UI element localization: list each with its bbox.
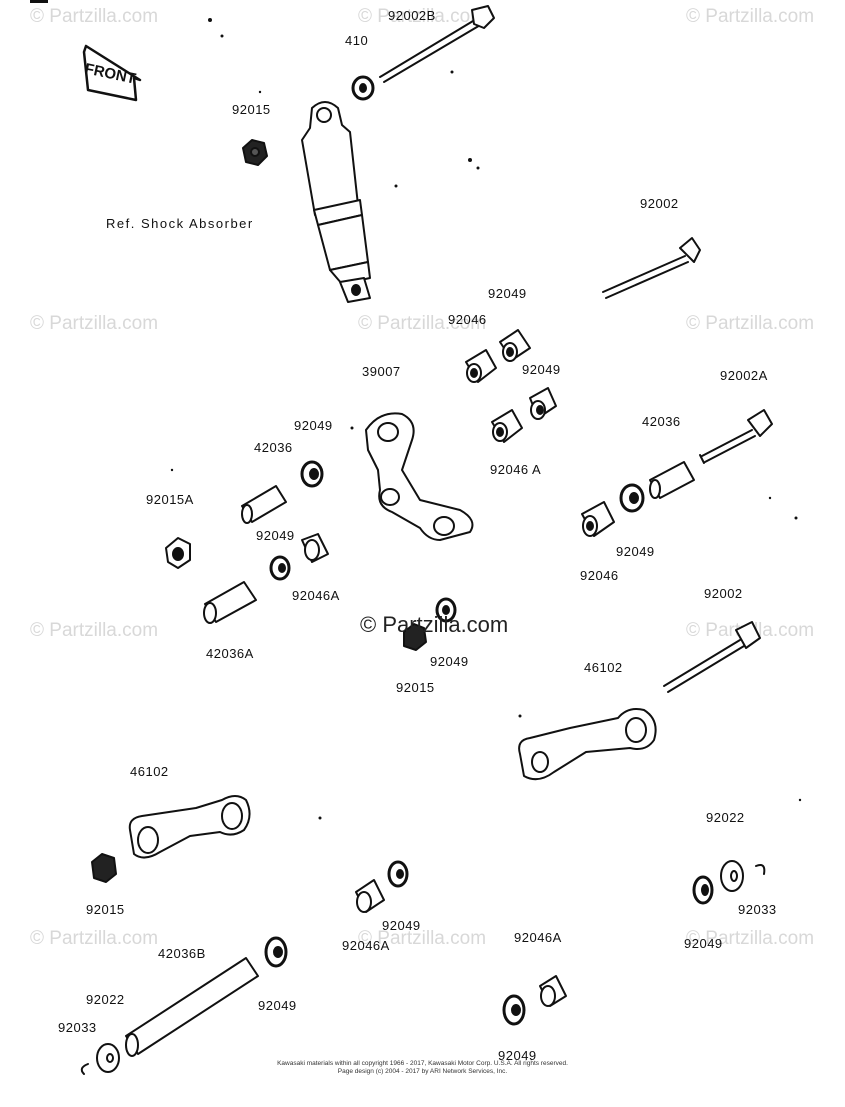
part-label: 92049 xyxy=(256,528,295,543)
washer-92022-left xyxy=(96,1043,120,1073)
part-label: 92049 xyxy=(488,286,527,301)
clip-92033-left xyxy=(80,1063,89,1075)
copyright-line: Kawasaki materials within all copyright … xyxy=(277,1060,568,1067)
part-label: 92015 xyxy=(86,902,125,917)
bushing-92046-b xyxy=(581,501,615,537)
bushing-92046A-a xyxy=(491,409,523,443)
sleeve-42036B xyxy=(125,957,259,1057)
part-label: 92033 xyxy=(738,902,777,917)
part-label: 92002 xyxy=(704,586,743,601)
part-label: 92046A xyxy=(514,930,562,945)
sleeve-42036A xyxy=(203,581,257,624)
page-design-line: Page design (c) 2004 - 2017 by ARI Netwo… xyxy=(337,1068,508,1075)
seal-92049-f xyxy=(435,597,457,623)
watermark: © Partzilla.com xyxy=(358,6,487,27)
seal-92049-h xyxy=(387,860,409,888)
part-label: 39007 xyxy=(362,364,401,379)
part-label: 92049 xyxy=(684,936,723,951)
seal-92049-a xyxy=(499,329,531,362)
seal-92049-c xyxy=(619,483,645,513)
part-label: 92049 xyxy=(498,1048,537,1063)
part-label: 92046 xyxy=(448,312,487,327)
part-label: 92049 xyxy=(294,418,333,433)
shock-absorber xyxy=(301,101,371,303)
part-label: 92015A xyxy=(146,492,194,507)
part-label: 92046 xyxy=(580,568,619,583)
part-label: 42036 xyxy=(642,414,681,429)
part-label: 92002B xyxy=(388,8,436,23)
part-label: 46102 xyxy=(130,764,169,779)
tie-rod-46102-left xyxy=(128,795,251,859)
part-label: 410 xyxy=(345,33,369,48)
nut-92015-top xyxy=(242,139,268,166)
clip-92033-right xyxy=(755,864,766,875)
watermark: © Partzilla.com xyxy=(686,6,815,27)
seal-92049-i xyxy=(264,936,288,968)
watermark: © Partzilla.com xyxy=(30,313,159,334)
scan-specks xyxy=(170,18,802,820)
part-label: 92049 xyxy=(522,362,561,377)
part-label: 92046 A xyxy=(490,462,542,477)
nut-92015-low xyxy=(91,853,117,883)
rocker-arm-39007 xyxy=(365,412,474,541)
bushing-92046A-b xyxy=(301,533,329,563)
washer-92022-right xyxy=(720,860,744,892)
part-label: 92046A xyxy=(342,938,390,953)
part-label: 46102 xyxy=(584,660,623,675)
part-label: 92015 xyxy=(396,680,435,695)
part-label: 92002 xyxy=(640,196,679,211)
part-label: 92015 xyxy=(232,102,271,117)
watermark: © Partzilla.com xyxy=(686,313,815,334)
part-label: 92049 xyxy=(382,918,421,933)
watermark: © Partzilla.com xyxy=(30,928,159,949)
bushing-92046A-c xyxy=(355,879,385,913)
seal-92049-b xyxy=(529,387,557,420)
tie-rod-46102-right xyxy=(518,708,657,781)
part-label: 92022 xyxy=(706,810,745,825)
bolt-92002A xyxy=(699,409,773,464)
sleeve-42036-right xyxy=(649,461,695,499)
sleeve-42036-left xyxy=(241,485,287,524)
watermark: © Partzilla.com xyxy=(30,6,159,27)
bushing-92046A-d xyxy=(539,975,567,1007)
part-label: 92022 xyxy=(86,992,125,1007)
watermark: © Partzilla.com xyxy=(358,313,487,334)
assembly-label: Ref. Shock Absorber xyxy=(106,216,254,231)
seal-92049-j xyxy=(502,994,526,1026)
seal-92049-d xyxy=(300,460,324,488)
seal-92049-e xyxy=(269,555,291,581)
part-label: 92046A xyxy=(292,588,340,603)
watermark-center: © Partzilla.com xyxy=(360,612,509,637)
bushing-92046-a xyxy=(465,349,497,383)
part-label: 42036 xyxy=(254,440,293,455)
part-label: 92033 xyxy=(58,1020,97,1035)
watermark: © Partzilla.com xyxy=(686,928,815,949)
part-label: 92002A xyxy=(720,368,768,383)
front-arrow-badge: FRONT xyxy=(82,44,142,102)
part-label: 92049 xyxy=(258,998,297,1013)
bolt-92002B xyxy=(379,5,495,83)
seal-92049-g xyxy=(692,875,714,905)
nut-92015A xyxy=(165,537,191,569)
bolt-92002-upper xyxy=(602,237,701,299)
part-label: 42036A xyxy=(206,646,254,661)
part-label: 42036B xyxy=(158,946,206,961)
watermark: © Partzilla.com xyxy=(358,928,487,949)
watermark: © Partzilla.com xyxy=(30,620,159,641)
part-label: 92049 xyxy=(430,654,469,669)
washer-410 xyxy=(351,75,375,101)
corner-mark xyxy=(30,0,48,3)
part-label: 92049 xyxy=(616,544,655,559)
nut-92015-mid xyxy=(403,623,427,651)
bolt-92002-lower xyxy=(663,621,761,693)
